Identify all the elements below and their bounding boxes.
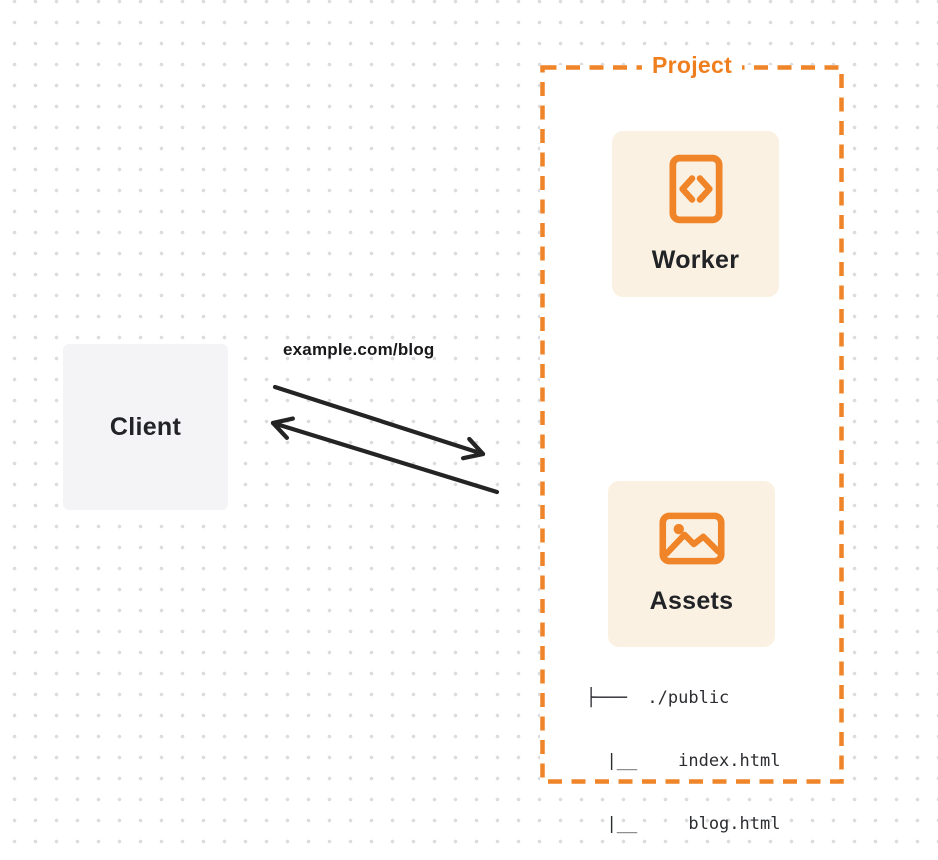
project-boundary: Project Worker Assets [540,52,844,784]
assets-label: Assets [649,587,734,615]
assets-file-tree: ├─── ./public |__ index.html |__ blog.ht… [586,646,780,860]
request-url-label: example.com/blog [283,340,435,359]
image-icon [658,512,725,565]
image-icon-mountains [662,531,721,557]
client-node: Client [63,344,228,510]
file-tree-line: |__ index.html [586,751,781,771]
worker-node: Worker [612,131,779,297]
client-label: Client [109,412,182,441]
request-response-arrows [270,384,500,495]
client-to-project-arrow [272,384,486,461]
project-to-client-arrow [270,416,500,495]
file-tree-line: ├─── ./public [586,688,730,708]
worker-label: Worker [651,245,740,274]
assets-node: Assets [608,481,775,647]
file-tree-line: |__ blog.html [586,814,781,834]
code-document-icon [668,154,723,223]
project-title: Project [641,52,743,78]
image-icon-sun [673,523,684,535]
